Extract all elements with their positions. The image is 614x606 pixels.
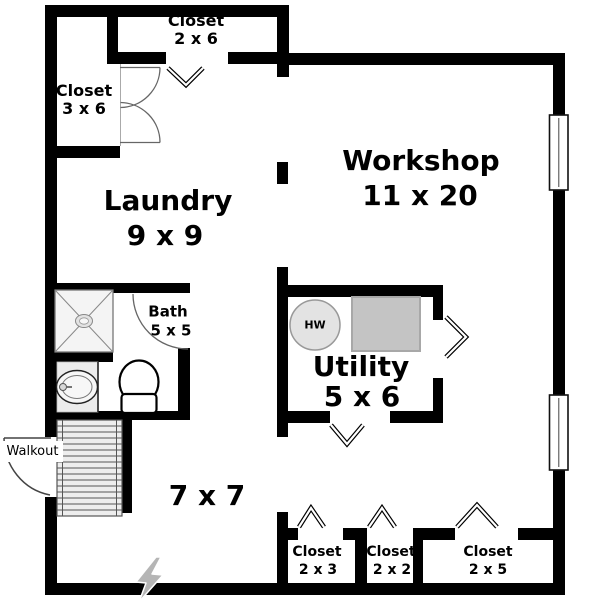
wall-utility-bottom-right: [390, 411, 443, 423]
wall-closet-divider-2: [413, 528, 423, 595]
wall-closet-left-bottom: [45, 146, 120, 158]
wall-bottom: [45, 583, 565, 595]
wall-closet-top-bottom-a: [107, 52, 166, 64]
door-chevron-utility-bottom-icon: [329, 423, 365, 448]
room-label-laundry-dims: 9 x 9: [126, 219, 204, 252]
wall-left-lower: [45, 497, 57, 595]
wall-left-upper: [45, 5, 57, 437]
wall-closets-top-3: [413, 528, 455, 540]
room-label-closet-2x3-dims: 2 x 3: [298, 562, 338, 578]
room-label-utility-dims: 5 x 6: [323, 380, 401, 413]
room-label-workshop-name: Workshop: [342, 144, 500, 177]
wall-utility-left: [277, 267, 288, 437]
toilet-fixture: [118, 359, 160, 415]
wall-closets-top-4: [518, 528, 553, 540]
room-label-closet-top-dims: 2 x 6: [174, 29, 218, 48]
wall-stairs-right: [122, 418, 132, 513]
room-label-closet-left-dims: 3 x 6: [62, 99, 106, 118]
room-label-closet-2x2-name: Closet: [366, 544, 416, 560]
door-chevron-utility-right-icon: [444, 315, 470, 359]
room-label-utility-name: Utility: [312, 350, 410, 383]
staircase: [56, 419, 123, 517]
door-chevron-closet-top-icon: [166, 66, 205, 89]
wall-closet-top-bottom-b: [228, 52, 277, 64]
bath-door-swing-icon: [132, 293, 189, 350]
room-label-bath-dims: 5 x 5: [150, 321, 192, 340]
wall-utility-top: [277, 285, 443, 297]
room-label-closet-left-name: Closet: [55, 81, 113, 100]
walkout-label: Walkout: [2, 441, 63, 462]
room-label-bath-name: Bath: [148, 302, 188, 321]
door-chevron-closet-2x2-icon: [367, 503, 397, 529]
wall-divider-lower: [277, 512, 288, 595]
window-icon-lower: [548, 394, 569, 471]
wall-utility-right-lower: [433, 378, 443, 411]
water-heater: [289, 299, 341, 351]
wall-bath-bottom: [45, 411, 190, 420]
wall-top-right: [277, 53, 565, 65]
room-label-closet-2x5-dims: 2 x 5: [468, 562, 508, 578]
sink-fixture: [55, 361, 99, 413]
double-door-swing-icon: [120, 64, 161, 146]
room-label-closet-2x5-name: Closet: [463, 544, 513, 560]
room-label-closet-2x3-name: Closet: [292, 544, 342, 560]
room-label-open-area-dims: 7 x 7: [168, 479, 246, 512]
wall-laundry-bottom: [45, 283, 190, 293]
wall-closet-top-left: [107, 17, 118, 63]
water-heater-label: HW: [304, 318, 326, 332]
room-label-closet-2x2-dims: 2 x 2: [372, 562, 412, 578]
wall-closet-divider-1: [355, 528, 367, 595]
wall-top-left: [45, 5, 288, 17]
door-chevron-closet-2x3-icon: [297, 503, 326, 529]
door-chevron-closet-2x5-icon: [455, 501, 499, 529]
window-icon-upper: [548, 114, 569, 191]
wall-bath-right: [178, 348, 190, 420]
wall-utility-right-upper: [433, 285, 443, 320]
room-label-laundry-name: Laundry: [103, 184, 233, 217]
furnace: [351, 296, 421, 352]
wall-shower-bottom: [45, 352, 113, 362]
room-label-workshop-dims: 11 x 20: [362, 179, 478, 212]
room-label-closet-top-name: Closet: [167, 11, 225, 30]
wall-divider-stub: [277, 162, 288, 184]
wall-utility-bottom-left: [277, 411, 330, 423]
shower-fixture: [54, 289, 114, 353]
lightning-bolt-icon: [135, 556, 164, 603]
wall-closets-top-1: [277, 528, 298, 540]
